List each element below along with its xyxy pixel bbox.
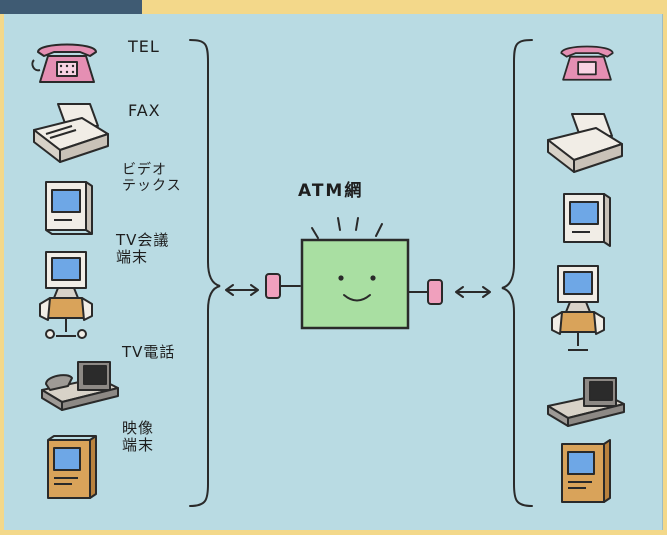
atm-network-box [302, 240, 408, 328]
video-terminal-icon [44, 434, 100, 504]
videotex-terminal-icon [42, 178, 94, 238]
video-terminal-icon-right [558, 438, 614, 508]
tv-phone-icon [38, 354, 122, 414]
fax-machine-icon [28, 100, 112, 164]
telephone-icon-right [556, 38, 618, 86]
videotex-terminal-icon-right [560, 190, 612, 250]
tv-phone-icon-right [544, 370, 628, 430]
tv-conference-terminal-icon-right [550, 264, 610, 356]
fax-machine-icon-right [542, 110, 626, 174]
atm-network-diagram: TEL FAX ビデオ テックス TV会議 端末 TV電話 映像 端末 ATM網 [4, 14, 663, 530]
tv-conference-terminal-icon [38, 250, 98, 342]
telephone-icon [32, 38, 102, 86]
corner-tab [0, 0, 142, 14]
